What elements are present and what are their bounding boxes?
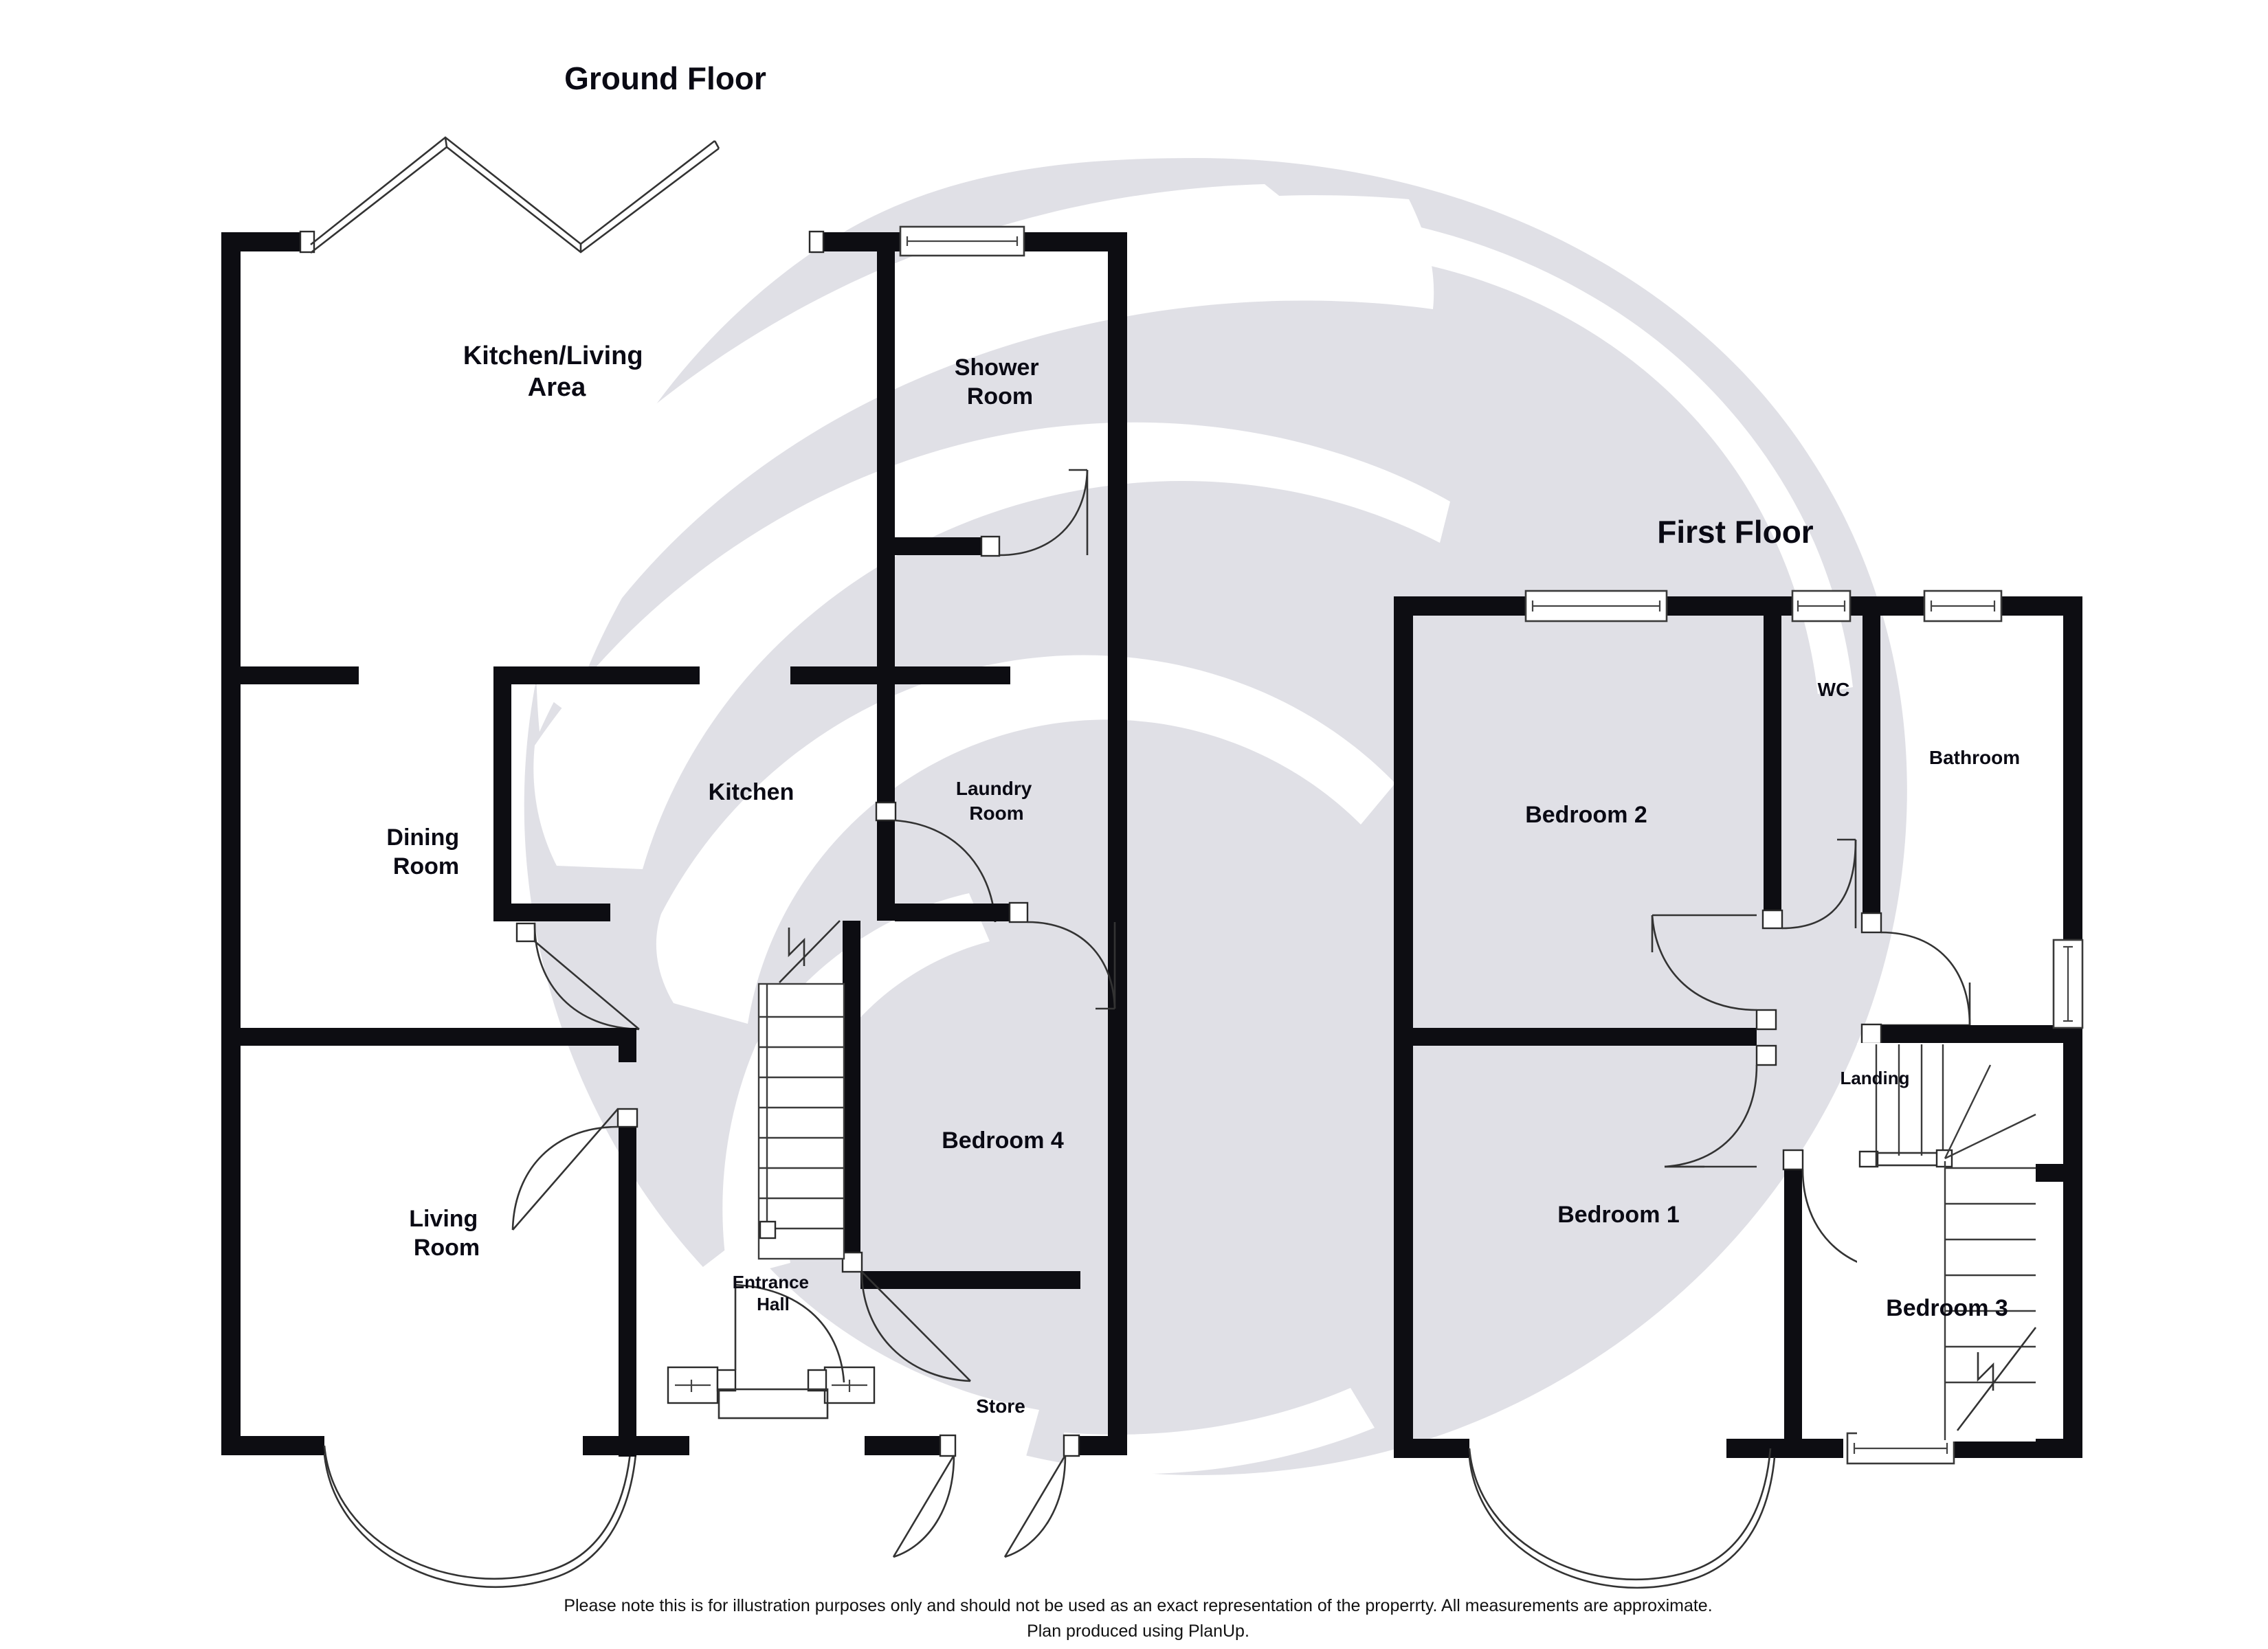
gf-wall-top-left-stub xyxy=(221,232,302,251)
ff-wall-bathroom-bottom xyxy=(1863,1025,2082,1043)
footer-disclaimer-line-2: Plan produced using PlanUp. xyxy=(1027,1622,1249,1641)
gf-front-door-assembly xyxy=(667,1283,876,1420)
footer-disclaimer-line-1: Please note this is for illustration pur… xyxy=(564,1596,1712,1615)
ff-bathroom-window xyxy=(1923,590,2003,622)
gf-dining-room-door xyxy=(515,922,640,1031)
room-label-kitchen: Kitchen xyxy=(709,779,794,805)
ff-wall-bedroom2-bottom xyxy=(1413,1028,1757,1046)
gf-wall-hall-left-top xyxy=(619,1028,636,1062)
ff-staircase xyxy=(1857,1043,2037,1442)
ff-bedroom3-door-jamb xyxy=(1782,1149,1804,1171)
room-label-shower-room: Shower Room xyxy=(955,355,1045,410)
gf-bedroom4-top-door xyxy=(1008,901,1116,1010)
gf-wall-kitchen-left xyxy=(493,666,511,921)
room-label-laundry-room: Laundry Room xyxy=(956,778,1037,824)
ff-wc-window xyxy=(1791,590,1852,622)
gf-store-double-door xyxy=(892,1434,1080,1558)
first-floor-title: First Floor xyxy=(1657,514,1814,550)
gf-wall-laundry-top xyxy=(790,666,1010,684)
room-label-kitchen-living-area: Kitchen/Living Area xyxy=(463,341,650,402)
room-label-bedroom-2: Bedroom 2 xyxy=(1525,802,1647,828)
ff-bathroom-jamb-bottom xyxy=(1860,1023,1882,1045)
gf-shower-room-window xyxy=(899,225,1025,257)
ff-bedroom2-door-jamb xyxy=(1755,1009,1777,1031)
ff-bedroom2-door xyxy=(1651,914,1757,1011)
gf-wall-kitchen-top xyxy=(493,666,700,684)
room-label-living-room: Living Room xyxy=(409,1206,485,1261)
gf-bifold-door-symbol xyxy=(310,136,720,254)
gf-wall-dining-top-left xyxy=(221,666,359,684)
gf-laundry-door-jamb xyxy=(875,801,897,822)
ff-bedroom1-door-jamb xyxy=(1755,1044,1777,1066)
gf-wall-store-top xyxy=(860,1271,1080,1289)
first-floor-plan xyxy=(1394,590,2084,1589)
room-label-bedroom-4: Bedroom 4 xyxy=(942,1128,1064,1154)
ff-wall-bathroom-left xyxy=(1863,616,1880,932)
ff-bathroom-door-jamb xyxy=(1860,912,1882,934)
gf-wall-hall-left xyxy=(619,1127,636,1457)
gf-wall-bedroom4-top xyxy=(895,904,1012,921)
room-label-bathroom: Bathroom xyxy=(1929,747,2020,768)
room-label-landing: Landing xyxy=(1840,1068,1909,1088)
gf-wall-bottom-left xyxy=(221,1436,324,1455)
gf-shower-top-jamb xyxy=(808,230,825,254)
ff-wall-bedroom2-right xyxy=(1764,616,1781,928)
room-label-entrance-hall: Entrance Hall xyxy=(733,1272,814,1314)
gf-shower-room-door xyxy=(980,469,1089,557)
gf-wall-shower-stub xyxy=(877,537,997,555)
room-label-dining-room: Dining Room xyxy=(386,824,465,879)
gf-wall-left xyxy=(221,232,241,1455)
gf-wall-kitchen-bottom-left xyxy=(493,904,610,921)
gf-living-room-door xyxy=(511,1108,638,1231)
gf-wall-bedroom4-left xyxy=(843,921,860,1271)
gf-wall-living-top xyxy=(221,1028,627,1046)
room-label-wc: WC xyxy=(1818,679,1850,700)
gf-wall-right xyxy=(1108,232,1127,1455)
gf-bifold-jamb-left xyxy=(299,230,315,254)
ff-wall-left xyxy=(1394,596,1413,1458)
gf-wall-bottom-right xyxy=(1079,1436,1127,1455)
room-label-bedroom-1: Bedroom 1 xyxy=(1557,1202,1680,1228)
watermark-graphic xyxy=(524,158,1907,1475)
ff-wall-bedroom3-left xyxy=(1784,1168,1802,1457)
ff-wc-door xyxy=(1781,838,1857,930)
gf-wall-bottom-mid xyxy=(865,1436,940,1455)
ground-floor-title: Ground Floor xyxy=(564,60,766,96)
room-label-store: Store xyxy=(976,1395,1025,1417)
ff-bedroom2-window xyxy=(1524,590,1668,622)
ff-bedroom1-bay-window xyxy=(1468,1448,1776,1589)
ff-wall-bottom-right xyxy=(1952,1439,2082,1458)
ground-floor-plan xyxy=(221,136,1127,1588)
ff-bedroom1-door xyxy=(1664,1064,1758,1168)
gf-staircase xyxy=(757,920,845,1260)
ff-wc-door-jamb xyxy=(1761,909,1783,930)
gf-bedroom4-door xyxy=(860,1271,971,1382)
ff-wall-bottom-left xyxy=(1394,1439,1469,1458)
gf-living-room-bay-window xyxy=(323,1445,637,1588)
gf-bedroom4-door-jamb xyxy=(841,1251,863,1273)
ff-landing-side-window xyxy=(2052,939,2084,1029)
room-label-bedroom-3: Bedroom 3 xyxy=(1886,1295,2008,1321)
